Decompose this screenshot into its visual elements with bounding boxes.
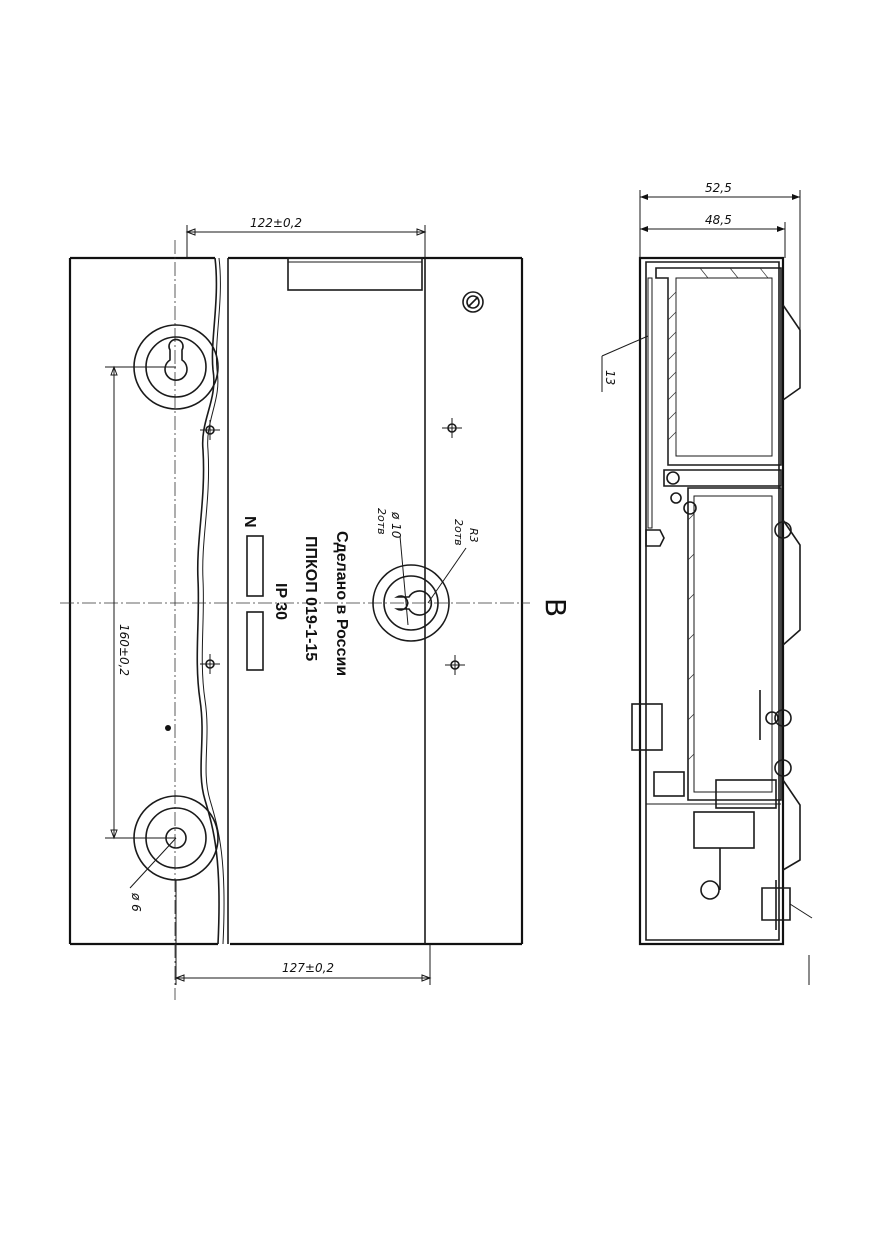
- dim-keyhole: ø 10 2отв R3 2отв: [375, 508, 480, 626]
- nameplate-line2: ППКОП 019-1-15: [302, 536, 319, 661]
- dim-r3-label: R3: [467, 528, 480, 543]
- dim-hole-spacing: 160±0,2: [105, 365, 176, 840]
- screw-marks: [165, 418, 465, 731]
- nameplate-line1: Сделано в России: [333, 531, 350, 676]
- side-view: 52,5 48,5 13: [601, 181, 813, 985]
- dim-d10-note: 2отв: [375, 508, 388, 535]
- dim-d6-label: ø 6: [129, 892, 143, 912]
- dim-122-label: 122±0,2: [250, 216, 302, 230]
- dim-160-label: 160±0,2: [117, 624, 131, 676]
- center-keyhole: [372, 564, 450, 642]
- dim-48-5-label: 48,5: [705, 213, 732, 227]
- dim-top-width: 122±0,2: [185, 216, 427, 258]
- dim-inner-depth: 48,5: [640, 213, 786, 258]
- dim-bottom-width: 127±0,2: [174, 880, 432, 985]
- label-slot-lower: [246, 611, 264, 671]
- callout-13-label: 13: [603, 370, 617, 385]
- nameplate-line3: IP 30: [272, 583, 289, 620]
- screw-icon: [462, 291, 484, 313]
- dim-r3-note: 2отв: [452, 519, 465, 546]
- dim-overall-depth: 52,5: [639, 181, 801, 330]
- label-slot-upper: [246, 535, 264, 597]
- break-line: [196, 257, 220, 945]
- dim-small-hole: ø 6: [129, 837, 177, 912]
- dim-127-label: 127±0,2: [282, 961, 334, 975]
- dim-52-5-label: 52,5: [705, 181, 732, 195]
- callout-13: 13: [601, 335, 649, 392]
- view-letter: В: [539, 598, 572, 617]
- n-label: N: [241, 516, 258, 528]
- dim-d10-label: ø 10: [389, 511, 403, 539]
- front-view: Сделано в России ППКОП 019-1-15 IP 30 N …: [60, 216, 572, 1000]
